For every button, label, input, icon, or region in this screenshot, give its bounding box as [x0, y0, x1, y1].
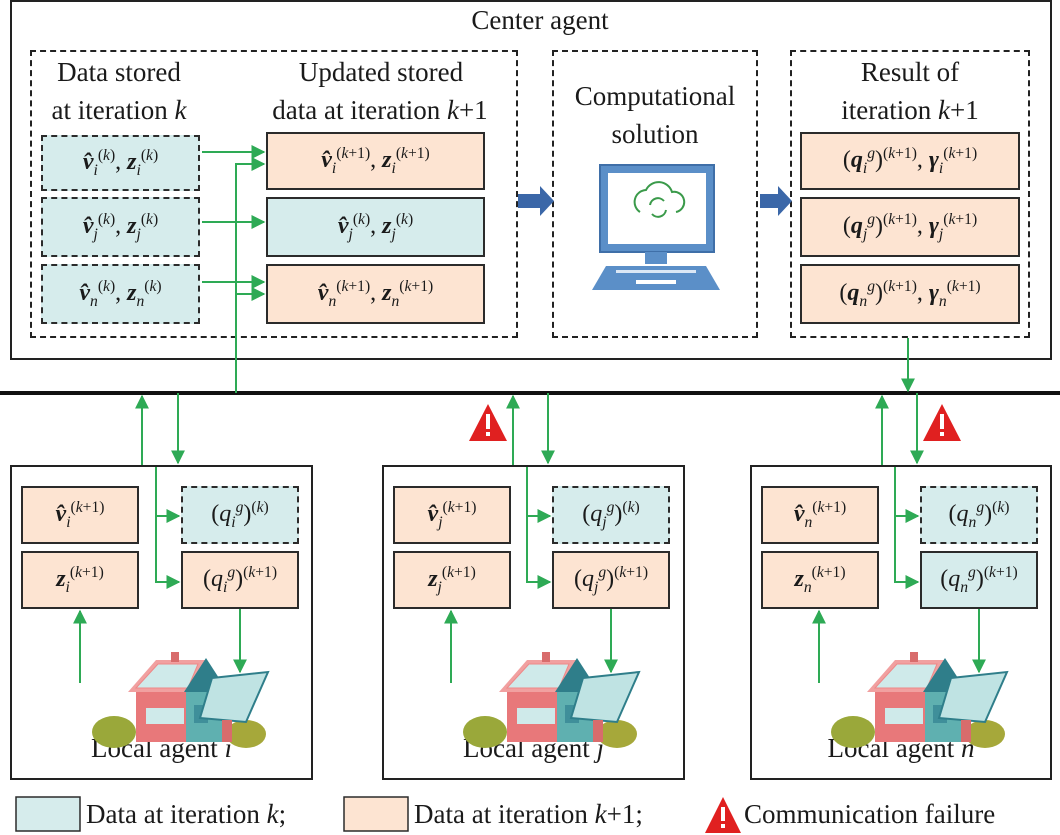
updated-k1-title-1: Updated stored — [298, 57, 464, 87]
legend-text-k: Data at iteration k; — [86, 799, 287, 829]
local-j-q-k: (qjg)(k) — [552, 486, 670, 544]
local-i-v: v̂i(k+1) — [21, 486, 139, 544]
local-n-q-k: (qng)(k) — [920, 486, 1038, 544]
local-n-q-k1: (qng)(k+1) — [920, 551, 1038, 609]
result-title-1: Result of — [860, 57, 960, 87]
block-arrow-to-result — [760, 186, 792, 216]
local-i-z: zi(k+1) — [21, 551, 139, 609]
result-item-j: (qjg)(k+1), γj(k+1) — [800, 197, 1020, 257]
updated-item-j: v̂j(k), zj(k) — [266, 197, 485, 257]
arrow-bus-to-updated-i — [235, 157, 266, 393]
local-j-v: v̂j(k+1) — [393, 486, 511, 544]
stored-k-item-i: v̂i(k), zi(k) — [41, 135, 200, 191]
warning-icon-j — [469, 404, 507, 441]
computational-solution-group — [552, 50, 758, 338]
house-solar-icon-j — [462, 651, 640, 749]
block-arrow-to-computation — [518, 186, 554, 216]
house-solar-icon-n — [830, 651, 1008, 749]
updated-k1-title-2: data at iteration k+1 — [272, 95, 488, 125]
local-i-q-k: (qig)(k) — [181, 486, 299, 544]
computer-cloud-sync-icon — [592, 164, 720, 290]
local-j-q-k1: (qjg)(k+1) — [552, 551, 670, 609]
result-item-n: (qng)(k+1), γn(k+1) — [800, 264, 1020, 324]
stored-k-item-j: v̂j(k), zj(k) — [41, 197, 200, 257]
legend-warning-icon — [705, 797, 741, 833]
legend-text-failure: Communication failure — [744, 799, 996, 829]
local-j-z: zj(k+1) — [393, 551, 511, 609]
stored-k-title-2: at iteration k — [51, 95, 187, 125]
warning-icon-n — [923, 404, 961, 441]
local-n-v: v̂n(k+1) — [761, 486, 879, 544]
updated-item-i: v̂i(k+1), zi(k+1) — [266, 132, 485, 190]
stored-k-item-n: v̂n(k), zn(k) — [41, 264, 200, 324]
result-group — [790, 50, 1030, 338]
house-solar-icon-i — [91, 651, 269, 749]
result-title-2: iteration k+1 — [841, 95, 979, 125]
updated-item-n: v̂n(k+1), zn(k+1) — [266, 264, 485, 324]
local-i-q-k1: (qig)(k+1) — [181, 551, 299, 609]
legend-swatch-k1 — [343, 796, 409, 832]
local-n-z: zn(k+1) — [761, 551, 879, 609]
stored-data-group — [30, 50, 518, 338]
legend-text-k1: Data at iteration k+1; — [414, 799, 643, 829]
result-item-i: (qig)(k+1), γi(k+1) — [800, 132, 1020, 190]
legend-swatch-k — [15, 796, 81, 832]
stored-k-title-1: Data stored — [57, 57, 181, 87]
computational-title-1: Computational — [574, 81, 736, 111]
center-agent-title: Center agent — [471, 5, 609, 35]
computational-title-2: solution — [611, 119, 699, 149]
